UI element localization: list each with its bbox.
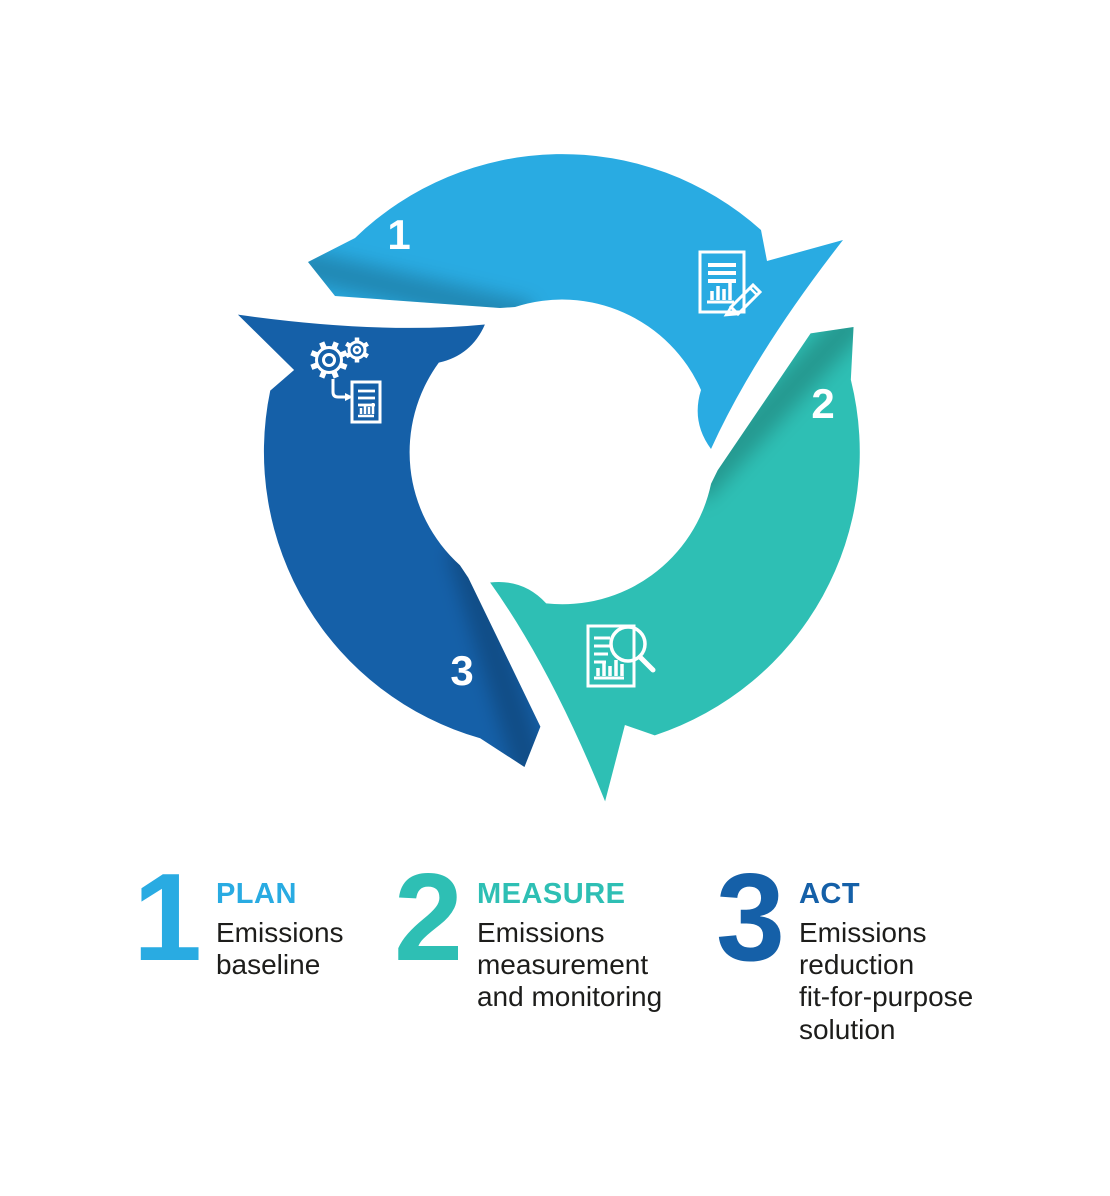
legend-text-act: ACT Emissions reduction fit-for-purpose … [799,868,973,1046]
legend-number-3: 3 [716,849,785,987]
segment-number-2: 2 [811,380,834,427]
report-pencil-icon [698,250,763,317]
legend-number-1: 1 [133,849,202,987]
legend-title-act: ACT [798,878,861,910]
legend-item-measure: 2 MEASURE Emissions measurement and moni… [394,849,662,1014]
legend-text-measure: MEASURE Emissions measurement and monito… [477,868,662,1014]
legend-description-line: baseline [215,949,321,981]
segment-number-1: 1 [387,211,410,258]
legend: 1 PLAN Emissions baseline 2 MEASURE Emis… [0,849,1110,1168]
report-magnifier-icon [586,624,656,688]
legend-description-line: Emissions [215,917,344,948]
legend-description-line: measurement [476,949,649,981]
legend-description-line: Emissions [476,917,605,948]
legend-title-plan: PLAN [215,878,297,910]
legend-description-line: and monitoring [476,981,663,1013]
cycle-diagram: 1 2 3 [163,154,948,845]
legend-description-line: Emissions [798,917,927,948]
legend-item-plan: 1 PLAN Emissions baseline [133,849,344,987]
legend-description-line: solution [798,1013,896,1045]
gears-report-icon [310,337,382,424]
legend-title-measure: MEASURE [476,878,626,910]
legend-item-act: 3 ACT Emissions reduction fit-for-purpos… [716,849,973,1046]
segment-number-3: 3 [450,647,473,694]
legend-number-2: 2 [394,849,463,987]
legend-text-plan: PLAN Emissions baseline [216,868,344,981]
legend-description-line: fit-for-purpose [798,981,974,1013]
legend-description-line: reduction [798,949,915,981]
